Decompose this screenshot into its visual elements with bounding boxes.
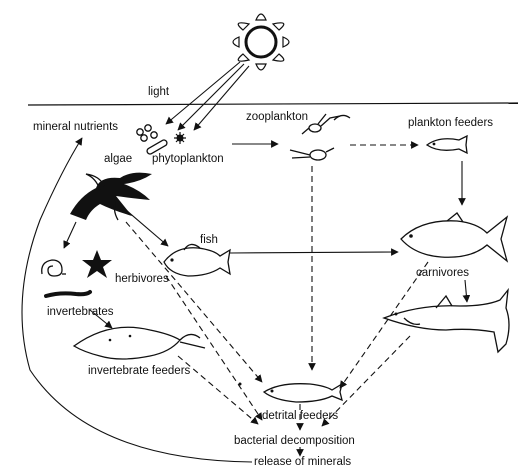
label-algae: algae	[104, 153, 132, 165]
seaweed-icon	[70, 173, 152, 220]
phytoplankton-icon	[174, 132, 186, 144]
carnivore-fish-icon	[401, 213, 507, 261]
starfish-icon	[82, 250, 112, 278]
label-herbivores: herbivores	[115, 273, 169, 285]
label-release-of-minerals: release of minerals	[254, 456, 351, 468]
worm-icon	[46, 292, 90, 296]
label-mineral-nutrients: mineral nutrients	[33, 121, 118, 133]
shark-icon	[384, 290, 509, 352]
sun-icon	[233, 14, 289, 70]
label-phytoplankton: phytoplankton	[152, 153, 224, 165]
plankton-feeder-fish-icon	[427, 136, 467, 153]
label-zooplankton: zooplankton	[246, 111, 308, 123]
label-invertebrate-feeders: invertebrate feeders	[88, 365, 191, 377]
label-detrital-feeders: detrital feeders	[262, 410, 338, 422]
label-light: light	[148, 86, 170, 98]
snail-icon	[42, 260, 66, 276]
food-chain-arrows	[22, 138, 467, 462]
light-rays	[166, 62, 249, 130]
water-surface-line	[28, 103, 518, 105]
label-bacterial-decomposition: bacterial decomposition	[234, 435, 355, 447]
label-fish: fish	[200, 234, 218, 246]
label-invertebrates: invertebrates	[47, 306, 114, 318]
herbivore-fish-icon	[164, 244, 230, 276]
algae-icon	[137, 125, 168, 155]
ray-icon	[74, 327, 205, 359]
label-plankton-feeders: plankton feeders	[408, 117, 493, 129]
label-carnivores: carnivores	[416, 267, 469, 279]
detrital-feeder-fish-icon	[264, 384, 342, 402]
